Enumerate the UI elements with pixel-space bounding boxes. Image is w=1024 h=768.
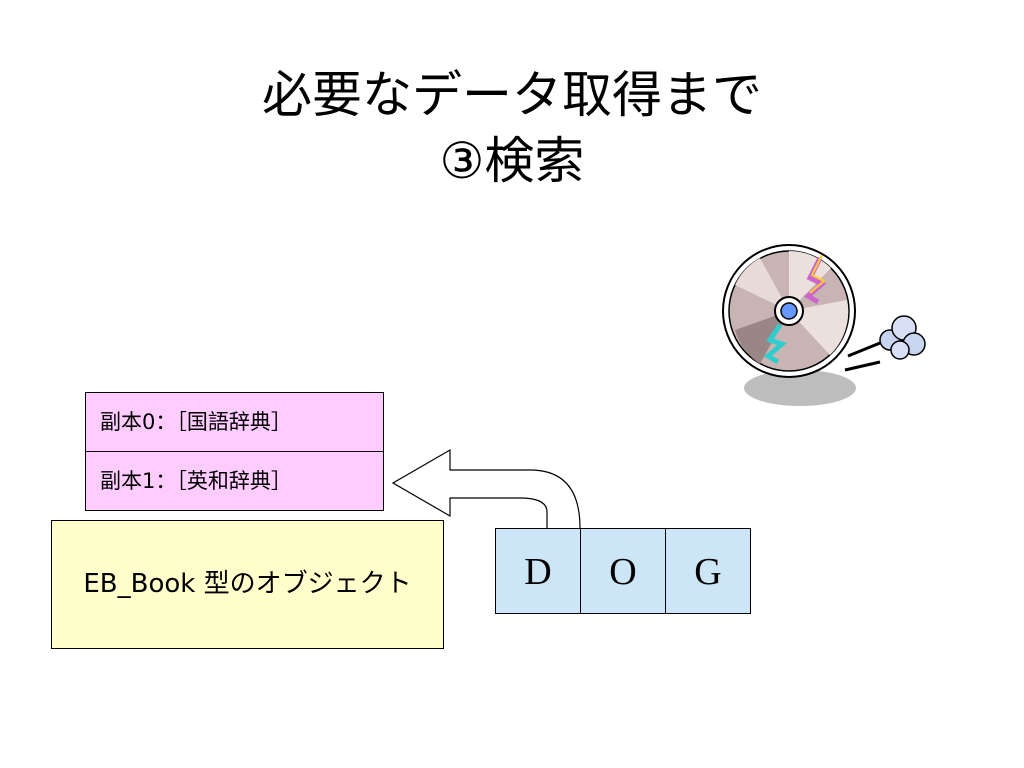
- subbook-0-box: 副本0：［国語辞典］: [85, 392, 384, 452]
- letter-d: D: [524, 551, 552, 593]
- letter-box-d: D: [495, 528, 581, 614]
- letter-g: G: [694, 551, 722, 593]
- eb-book-object-label: EB_Book 型のオブジェクト: [83, 569, 412, 599]
- cd-disc-icon: [722, 244, 926, 406]
- eb-book-object-box: EB_Book 型のオブジェクト: [51, 520, 444, 649]
- curved-arrow: [391, 448, 581, 529]
- subbook-1-box: 副本1：［英和辞典］: [85, 451, 384, 511]
- title-line-1: 必要なデータ取得まで: [262, 66, 762, 124]
- subbook-1-label: 副本1：［英和辞典］: [100, 469, 292, 493]
- letter-o: O: [609, 551, 637, 593]
- slide-title: 必要なデータ取得まで ③検索: [0, 62, 1024, 194]
- subbook-0-label: 副本0：［国語辞典］: [100, 410, 292, 434]
- title-line-2: ③検索: [439, 132, 585, 190]
- letter-box-g: G: [665, 528, 751, 614]
- letter-box-o: O: [580, 528, 666, 614]
